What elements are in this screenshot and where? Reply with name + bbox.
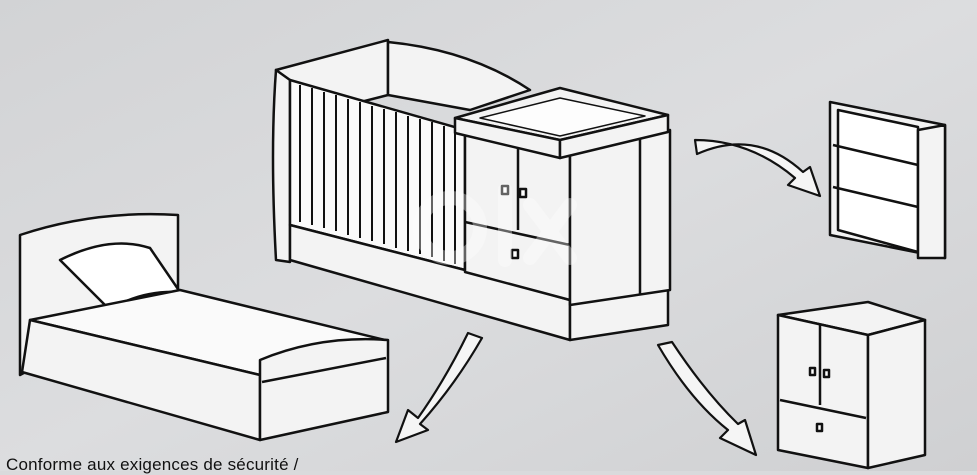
arrow-to-cabinet	[656, 340, 758, 457]
arrow-to-bed	[394, 331, 484, 444]
single-bed	[18, 212, 390, 442]
arrow-to-bookshelf	[693, 138, 822, 198]
crib-combo	[271, 38, 672, 342]
two-door-cabinet	[776, 300, 927, 470]
safety-compliance-caption: Conforme aux exigences de sécurité /	[6, 455, 299, 474]
bookshelf	[828, 100, 947, 260]
olx-watermark	[413, 183, 577, 267]
